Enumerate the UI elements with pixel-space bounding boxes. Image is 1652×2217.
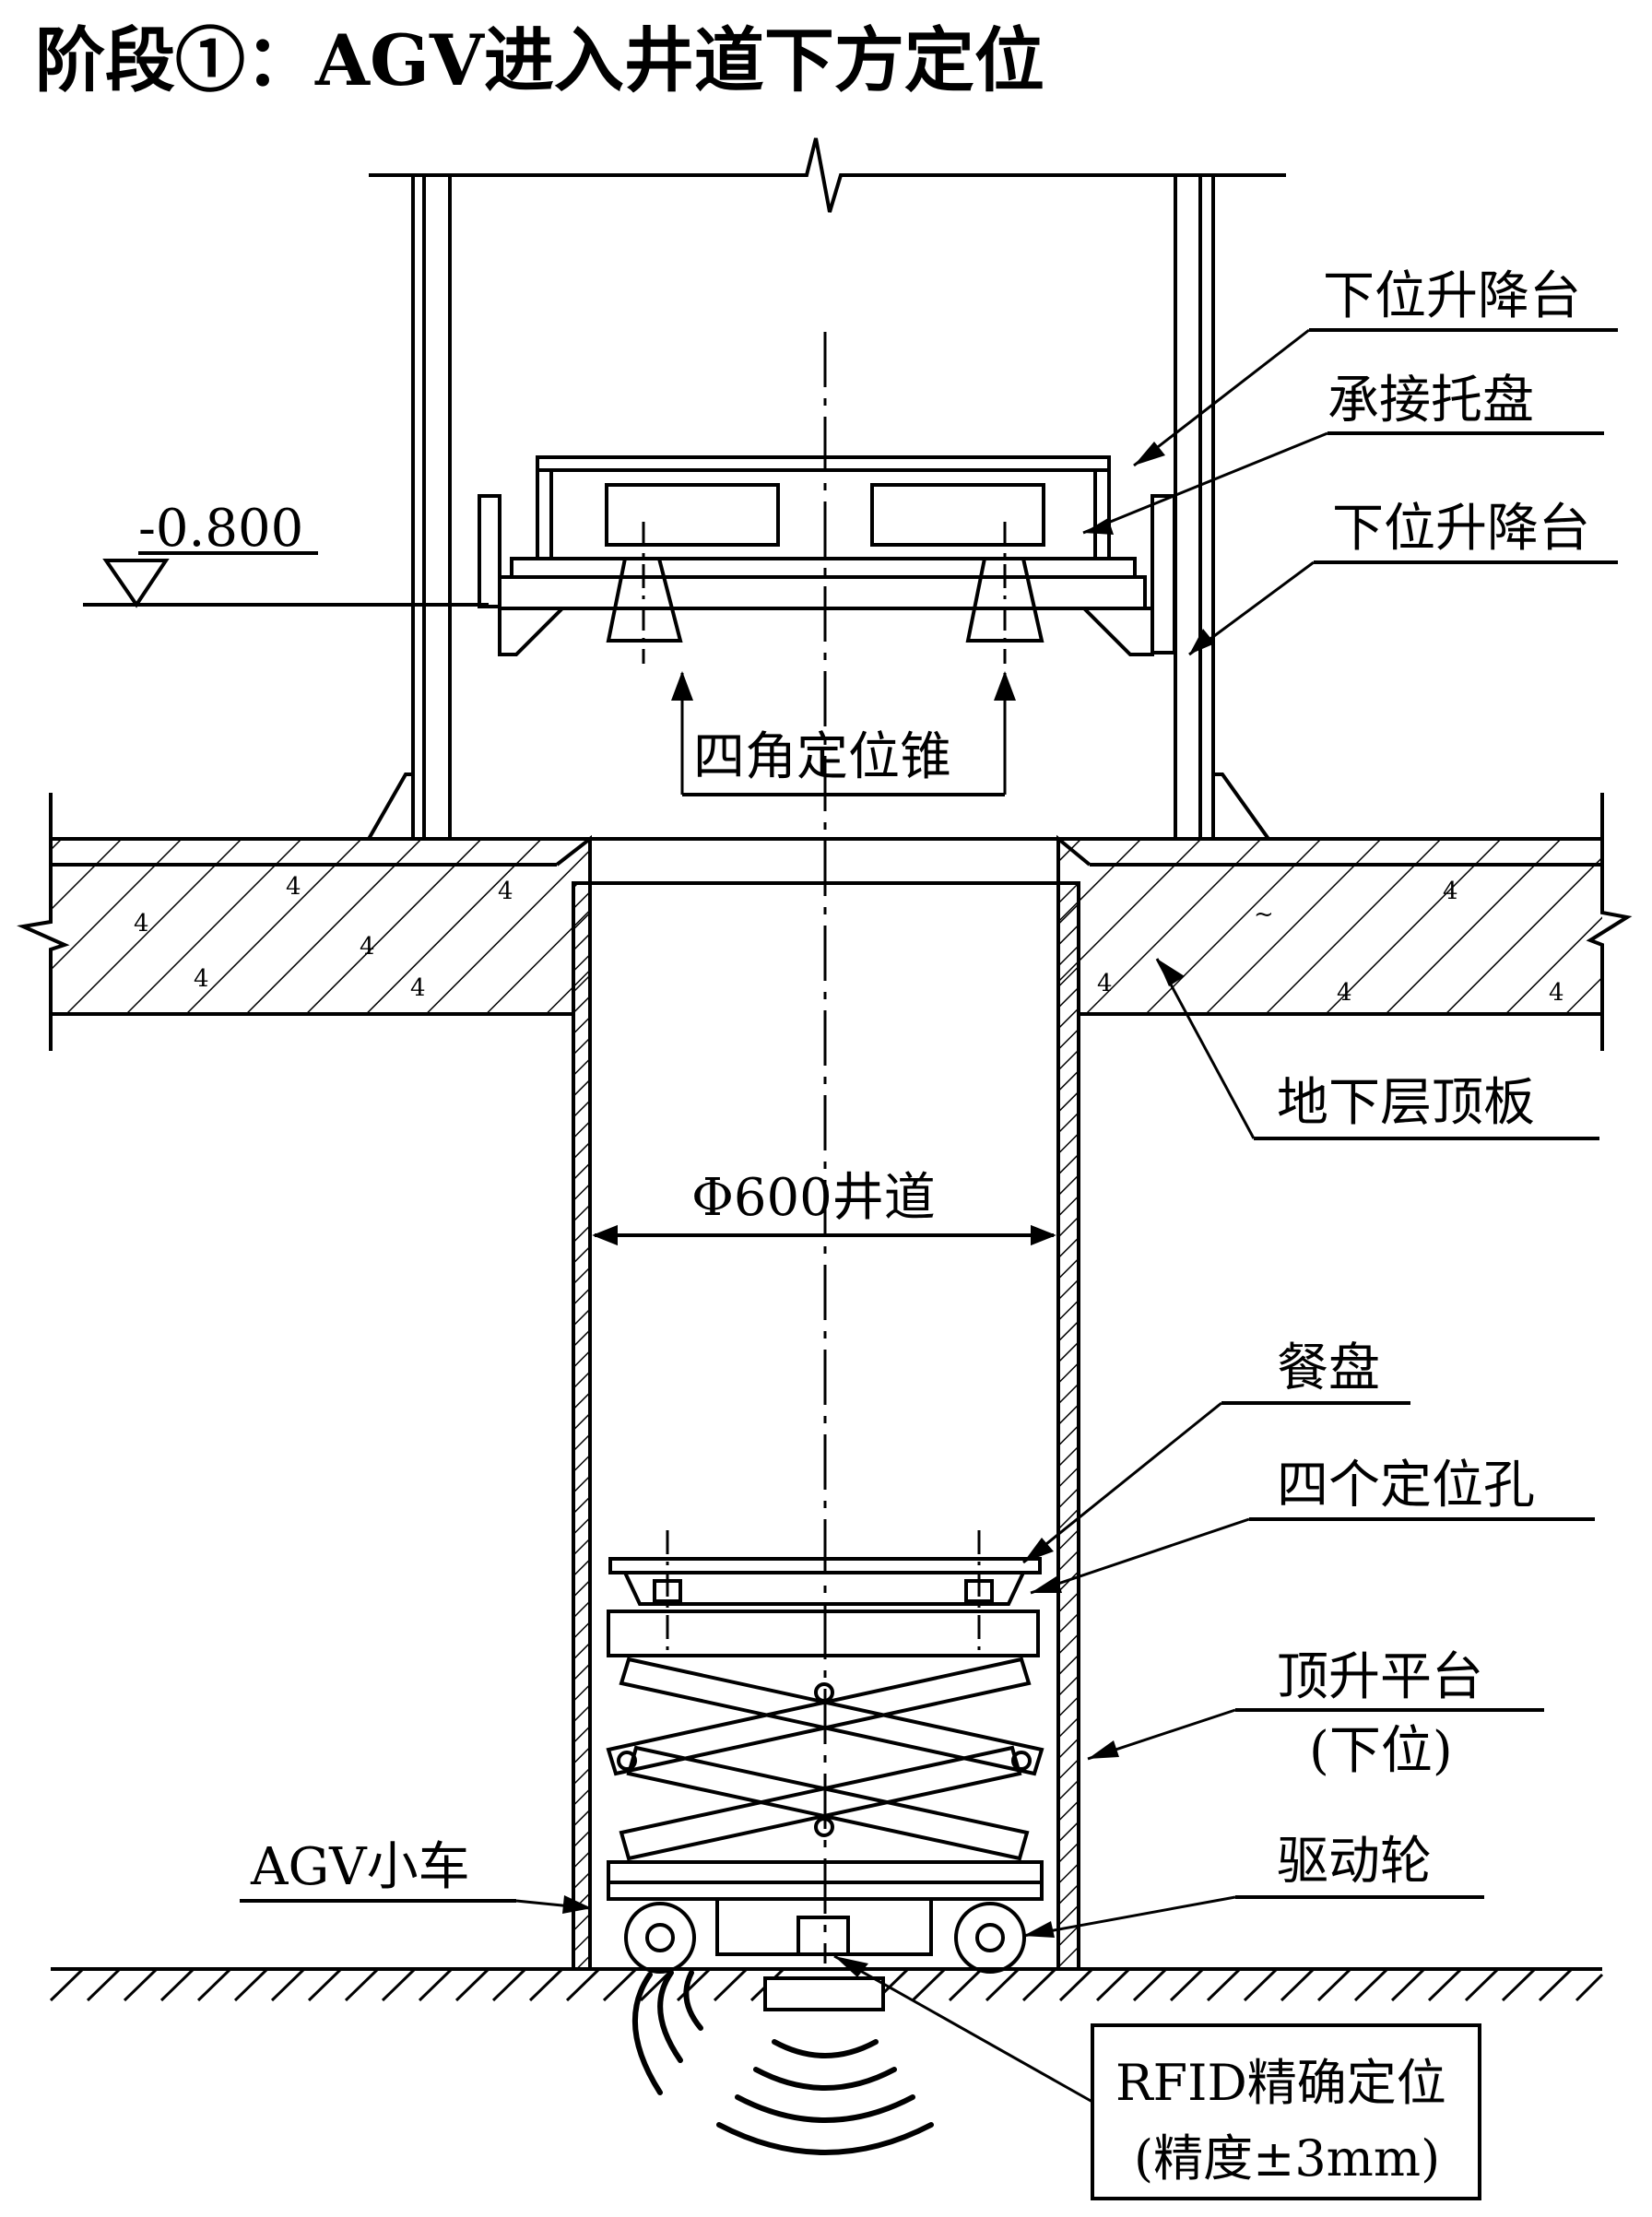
svg-text:4: 4 — [410, 974, 426, 1002]
drive-wheel-left — [624, 1902, 696, 1974]
svg-text:4: 4 — [1337, 979, 1352, 1007]
tray-centerlines — [666, 1530, 981, 1650]
receiving-tray-assembly — [498, 455, 1147, 643]
label-rfid-line1: RFID精确定位 — [1115, 2054, 1446, 2112]
svg-text:4: 4 — [134, 910, 149, 938]
svg-text:4: 4 — [498, 878, 513, 905]
svg-text:4: 4 — [1443, 878, 1458, 905]
label-rfid-line2: (精度±3mm) — [1134, 2129, 1440, 2188]
elevation-mark — [83, 551, 489, 608]
label-receiving-tray: 承接托盘 — [1328, 371, 1534, 430]
label-locating-holes: 四个定位孔 — [1277, 1456, 1535, 1515]
elevation-value: -0.800 — [138, 499, 303, 559]
shaft-dimension-label: Φ600井道 — [691, 1168, 936, 1228]
cone-centerlines — [642, 522, 1007, 664]
label-lift-platform-line2: (下位) — [1309, 1721, 1453, 1781]
rfid-signal-icon — [631, 1970, 934, 2155]
svg-text:~: ~ — [1254, 901, 1274, 928]
svg-text:4: 4 — [1549, 979, 1564, 1007]
svg-text:4: 4 — [286, 873, 301, 901]
agv-cart — [607, 1860, 1044, 1974]
svg-text:4: 4 — [360, 933, 375, 961]
leader-arrowheads — [562, 442, 1215, 1977]
svg-text:4: 4 — [194, 965, 209, 993]
label-drive-wheel: 驱动轮 — [1277, 1832, 1432, 1892]
svg-text:4: 4 — [1097, 970, 1113, 997]
label-basement-slab: 地下层顶板 — [1277, 1073, 1535, 1133]
rfid-label-box — [1091, 2023, 1481, 2200]
label-lower-lift-platform-1: 下位升降台 — [1323, 266, 1581, 326]
upper-frame — [365, 137, 1286, 841]
label-lift-platform-line1: 顶升平台 — [1277, 1647, 1483, 1707]
ground-hatch — [49, 1967, 1604, 2002]
label-food-tray: 餐盘 — [1277, 1338, 1380, 1398]
lift-platform — [606, 1610, 1044, 1861]
drive-wheel-right — [954, 1902, 1026, 1974]
basement-slab: 4 4 4 4 4 4 4 ~ 4 4 4 — [17, 793, 1633, 1051]
rfid-tag — [763, 1976, 885, 2011]
label-agv: AGV小车 — [250, 1837, 470, 1897]
label-corner-cones: 四角定位锥 — [693, 727, 951, 787]
label-lower-lift-platform-2: 下位升降台 — [1332, 499, 1590, 559]
diagram-title: 阶段①：AGV进入井道下方定位 — [35, 19, 1044, 101]
